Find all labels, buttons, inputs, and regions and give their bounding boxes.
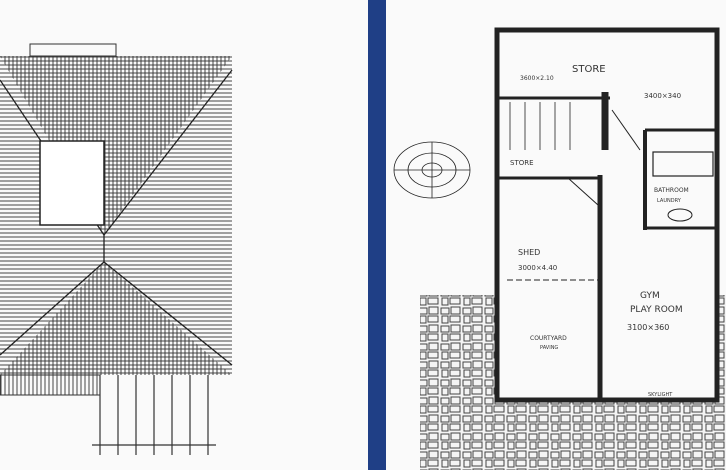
label-store-small: STORE bbox=[510, 159, 534, 167]
label-store-size: 3600×2.10 bbox=[520, 75, 554, 82]
label-gym-size: 3100×360 bbox=[627, 323, 669, 332]
binding-bar bbox=[368, 0, 386, 470]
label-paving: PAVING bbox=[540, 345, 558, 351]
label-courtyard: COURTYARD bbox=[530, 335, 567, 342]
label-bedroom-size: 3400×340 bbox=[644, 92, 681, 100]
label-play-room: PLAY ROOM bbox=[630, 305, 683, 315]
pergola bbox=[92, 375, 216, 455]
roof-plan bbox=[0, 43, 233, 455]
label-laundry: LAUNDRY bbox=[657, 198, 682, 204]
label-gym: GYM bbox=[640, 291, 660, 301]
label-shed-size: 3000×4.40 bbox=[518, 264, 557, 272]
floor-plan: STORE 3600×2.10 3400×340 STORE BATHROOM … bbox=[393, 27, 726, 470]
compass-rose-icon bbox=[393, 141, 471, 199]
label-skylight: SKYLIGHT bbox=[648, 392, 673, 398]
label-store: STORE bbox=[572, 64, 606, 75]
label-bathroom: BATHROOM bbox=[654, 187, 689, 194]
label-shed: SHED bbox=[518, 248, 540, 257]
